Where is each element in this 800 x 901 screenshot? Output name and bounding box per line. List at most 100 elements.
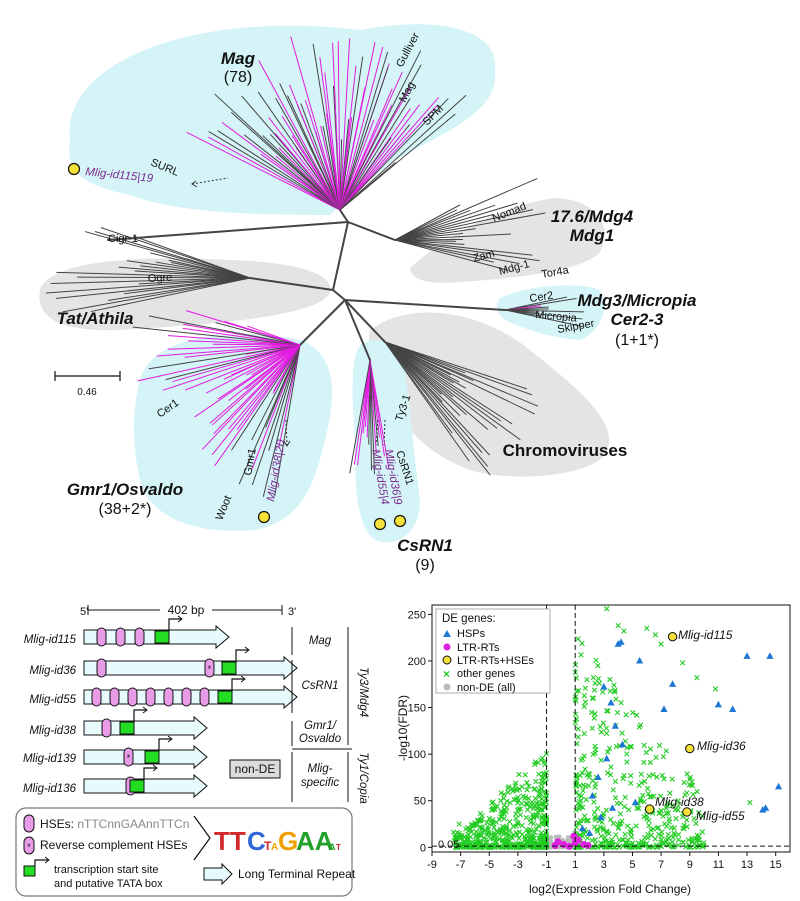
branch-athila-7 (50, 277, 251, 285)
point-other-801 (633, 823, 639, 829)
branch-gmr1-49 (247, 325, 301, 346)
point-other-529 (598, 833, 604, 839)
point-other-728 (690, 791, 696, 798)
branch-gmr1-38 (167, 344, 301, 350)
branch-athila-1 (62, 277, 251, 313)
clade-label-csrn1: CsRN1 (397, 536, 453, 555)
branch-athila-0 (90, 277, 251, 312)
point-other-535 (621, 772, 627, 779)
branch-mag-61 (339, 104, 420, 211)
point-other-205 (477, 824, 484, 830)
tss-box-0 (154, 630, 170, 644)
point-other-771 (661, 821, 668, 827)
point-other-581 (581, 703, 587, 710)
leaf-micropia: Micropia (535, 309, 578, 325)
branch-gmr1-41 (168, 335, 301, 346)
point-other-509 (531, 813, 537, 820)
point-other-915 (647, 746, 654, 752)
point-hsp-10 (759, 806, 767, 813)
point-other-480 (516, 771, 522, 778)
hse-0-0 (96, 627, 107, 647)
svg-text:T: T (336, 843, 341, 852)
point-other-695 (657, 809, 663, 816)
point-other-558 (575, 726, 581, 732)
branch-mag-9 (214, 93, 341, 211)
point-other-675 (607, 676, 613, 683)
tss-label-2: and putative TATA box (54, 878, 163, 890)
branch-mag-64 (339, 97, 440, 211)
point-other-800 (641, 798, 647, 805)
point-other-901 (581, 731, 587, 737)
point-other-696 (680, 825, 686, 831)
point-other-803 (619, 730, 625, 736)
nonde-box (229, 759, 281, 779)
point-other-575 (665, 800, 671, 806)
logo-sequence: TTCTAGAAATTCT (214, 848, 223, 851)
group-ty1: Ty1/Copia (357, 752, 369, 804)
point-other-726 (596, 680, 603, 686)
svg-text:G: G (278, 826, 298, 856)
tree-trunk-athila (249, 277, 334, 291)
point-other-602 (650, 772, 656, 778)
branch-mag-25 (289, 84, 341, 211)
group-gmr1-b: Osvaldo (299, 733, 342, 745)
point-other-906 (572, 696, 578, 703)
point-other-943 (604, 606, 610, 612)
point-other-401 (467, 834, 474, 840)
branch-mag-14 (274, 133, 341, 211)
branch-mag-20 (275, 98, 341, 211)
point-other-318 (497, 797, 504, 804)
tree-trunk-mag (339, 209, 349, 223)
point-other-533 (592, 711, 598, 717)
point-hsp-22 (578, 824, 586, 832)
point-other-492 (477, 817, 484, 823)
x-tick-0: -9 (427, 859, 437, 871)
point-other-515 (508, 833, 514, 839)
clade-label-gmr1: Gmr1/Osvaldo (67, 480, 183, 499)
tss-label-1: transcription start site (54, 864, 159, 876)
branch-mdg4-1 (394, 209, 458, 241)
hse-1-0 (96, 658, 107, 678)
point-other-871 (624, 745, 630, 751)
point-hsp-14 (603, 754, 611, 762)
branch-gmr1-14 (211, 344, 301, 455)
branch-mag-19 (281, 115, 341, 211)
svg-text:×: × (443, 667, 450, 681)
branch-athila-13 (126, 260, 251, 279)
hse-0-1 (115, 627, 126, 647)
point-other-567 (675, 842, 682, 849)
point-other-791 (668, 824, 675, 831)
branch-mag-66 (339, 98, 449, 211)
point-other-725 (647, 759, 654, 766)
point-other-633 (598, 729, 605, 735)
point-other-559 (593, 657, 599, 664)
branch-athila-11 (118, 266, 251, 279)
group-ty3: Ty3/Mdg4 (357, 667, 369, 717)
branch-gmr1-0 (274, 344, 301, 497)
branch-chromo-1 (384, 341, 533, 396)
point-other-666 (623, 712, 629, 718)
tss-arrow-0 (168, 618, 181, 631)
point-other-722 (617, 820, 624, 826)
point-other-733 (654, 774, 660, 780)
point-other-846 (573, 782, 579, 788)
svg-text:TT: TT (214, 826, 246, 856)
annot-id38: Mlig-id38 (655, 795, 704, 809)
branch-mag-40 (339, 38, 351, 211)
point-other-916 (672, 832, 678, 838)
branch-athila-5 (45, 277, 251, 294)
point-other-852 (613, 743, 620, 750)
ltr-arrow-1 (83, 655, 298, 681)
ltr-arrow-5 (83, 773, 208, 799)
point-other-451 (503, 804, 510, 811)
point-other-622 (603, 730, 610, 737)
branch-mdg4-10 (394, 232, 463, 241)
y-tick-0: 0 (420, 842, 426, 854)
branch-athila-21 (133, 235, 251, 279)
point-other-909 (610, 820, 617, 826)
point-other-386 (540, 771, 547, 777)
clade-count-csrn1: (9) (415, 557, 435, 574)
point-hsp-7 (743, 652, 751, 659)
branch-gmr1-7 (238, 344, 301, 485)
point-other-680 (611, 689, 618, 695)
